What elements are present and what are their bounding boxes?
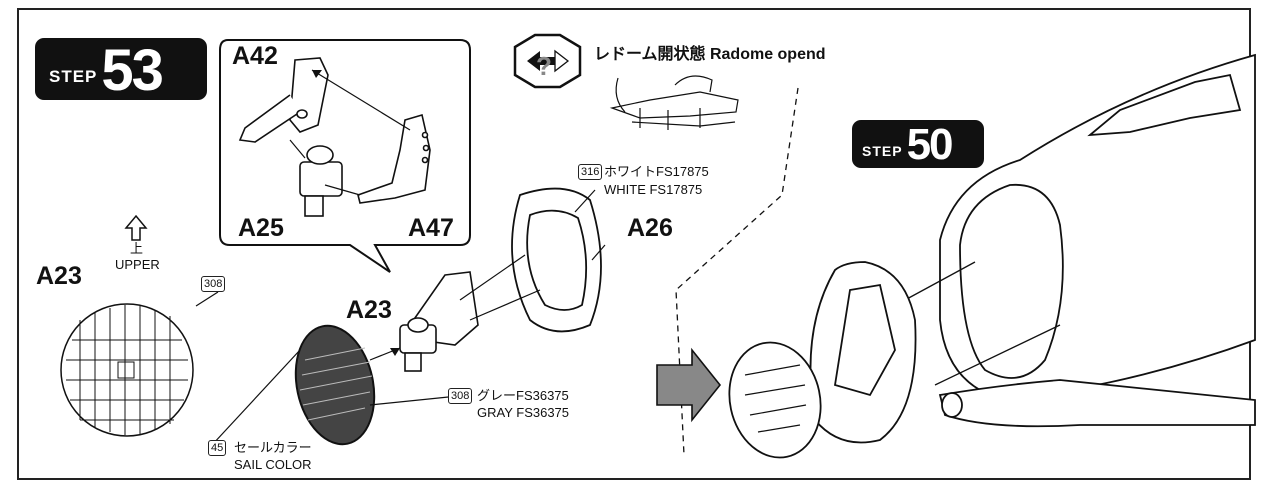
part-label-a23: A23 bbox=[346, 296, 392, 324]
assembled-bulkhead bbox=[728, 261, 917, 459]
a26-part bbox=[511, 187, 602, 333]
paint-name-en: SAIL COLOR bbox=[234, 457, 312, 472]
upper-arrow-icon bbox=[124, 214, 148, 241]
upper-label-en: UPPER bbox=[115, 257, 160, 272]
a23-detail-grille bbox=[60, 303, 194, 437]
part-label-a47: A47 bbox=[408, 214, 454, 242]
step-word: STEP bbox=[49, 67, 98, 86]
paint-code-badge: 308 bbox=[448, 388, 473, 404]
radar-mechanism bbox=[399, 271, 479, 372]
step-number: 50 bbox=[906, 120, 954, 169]
aircraft-nose bbox=[938, 53, 1256, 428]
svg-text:?: ? bbox=[536, 51, 552, 81]
paint-name-jp: グレーFS36375 bbox=[477, 388, 569, 403]
paint-name-jp: ホワイトFS17875 bbox=[604, 164, 709, 179]
radome-open-sketch bbox=[609, 75, 739, 130]
a23-part bbox=[294, 324, 376, 446]
direction-arrow-icon bbox=[656, 347, 722, 423]
step-50-badge: STEP 50 bbox=[852, 120, 984, 168]
paint-code-badge: 316 bbox=[578, 164, 603, 180]
step-word: STEP bbox=[862, 143, 903, 159]
a25-part bbox=[299, 145, 343, 217]
radome-caption: レドーム開状態 Radome opend bbox=[594, 46, 826, 63]
callout-bubble bbox=[219, 39, 471, 273]
a47-part bbox=[357, 113, 431, 204]
a42-part bbox=[238, 57, 329, 143]
paint-name-jp: セールカラー bbox=[234, 440, 312, 455]
part-label-a26: A26 bbox=[627, 214, 673, 242]
upper-label-jp: 上 bbox=[130, 241, 144, 256]
paint-code-badge: 308 bbox=[201, 276, 226, 292]
step-number: 53 bbox=[101, 38, 163, 103]
step-53-badge: STEP 53 bbox=[35, 38, 207, 100]
radome-open-icon: ? bbox=[513, 33, 582, 89]
paint-code-badge: 45 bbox=[208, 440, 227, 456]
part-label-a23-detail: A23 bbox=[36, 262, 82, 290]
paint-name-en: WHITE FS17875 bbox=[604, 182, 703, 197]
part-label-a25: A25 bbox=[238, 214, 284, 242]
paint-name-en: GRAY FS36375 bbox=[477, 405, 570, 420]
part-label-a42: A42 bbox=[232, 42, 278, 70]
